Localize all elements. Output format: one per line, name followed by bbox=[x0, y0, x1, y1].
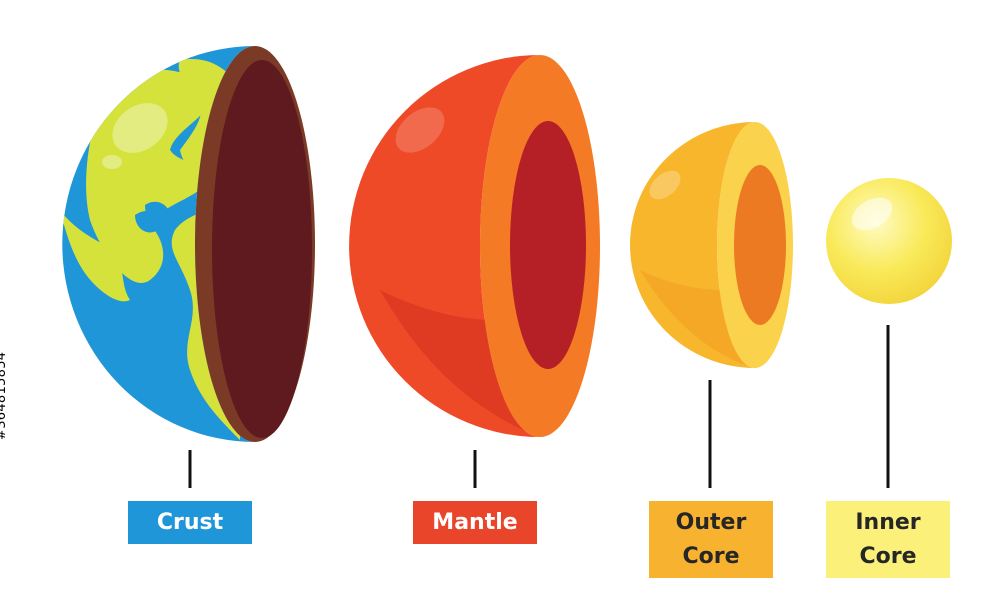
outer-core-shell bbox=[630, 122, 793, 368]
crust-label: Crust bbox=[128, 501, 252, 544]
outer-core-label: Outer Core bbox=[649, 501, 773, 578]
mantle-shadow bbox=[380, 290, 540, 437]
inner-core-ball bbox=[826, 178, 952, 304]
mantle-shell bbox=[349, 55, 600, 437]
mantle-cavity bbox=[510, 121, 586, 369]
crust-cavity bbox=[212, 60, 312, 438]
mantle-outer bbox=[349, 55, 540, 437]
outer-core-highlight bbox=[649, 170, 681, 200]
inner-core-sphere bbox=[826, 178, 952, 304]
outer-core-cavity bbox=[734, 165, 786, 325]
mantle-label: Mantle bbox=[413, 501, 537, 544]
inner-core-highlight bbox=[851, 197, 893, 231]
mantle-highlight bbox=[395, 107, 445, 153]
outer-core-shadow bbox=[640, 270, 755, 368]
inner-core-label: Inner Core bbox=[826, 501, 950, 578]
outer-core-outer bbox=[630, 122, 755, 368]
crust-shell bbox=[62, 46, 315, 442]
stock-image-id: #364815854 bbox=[0, 351, 9, 440]
